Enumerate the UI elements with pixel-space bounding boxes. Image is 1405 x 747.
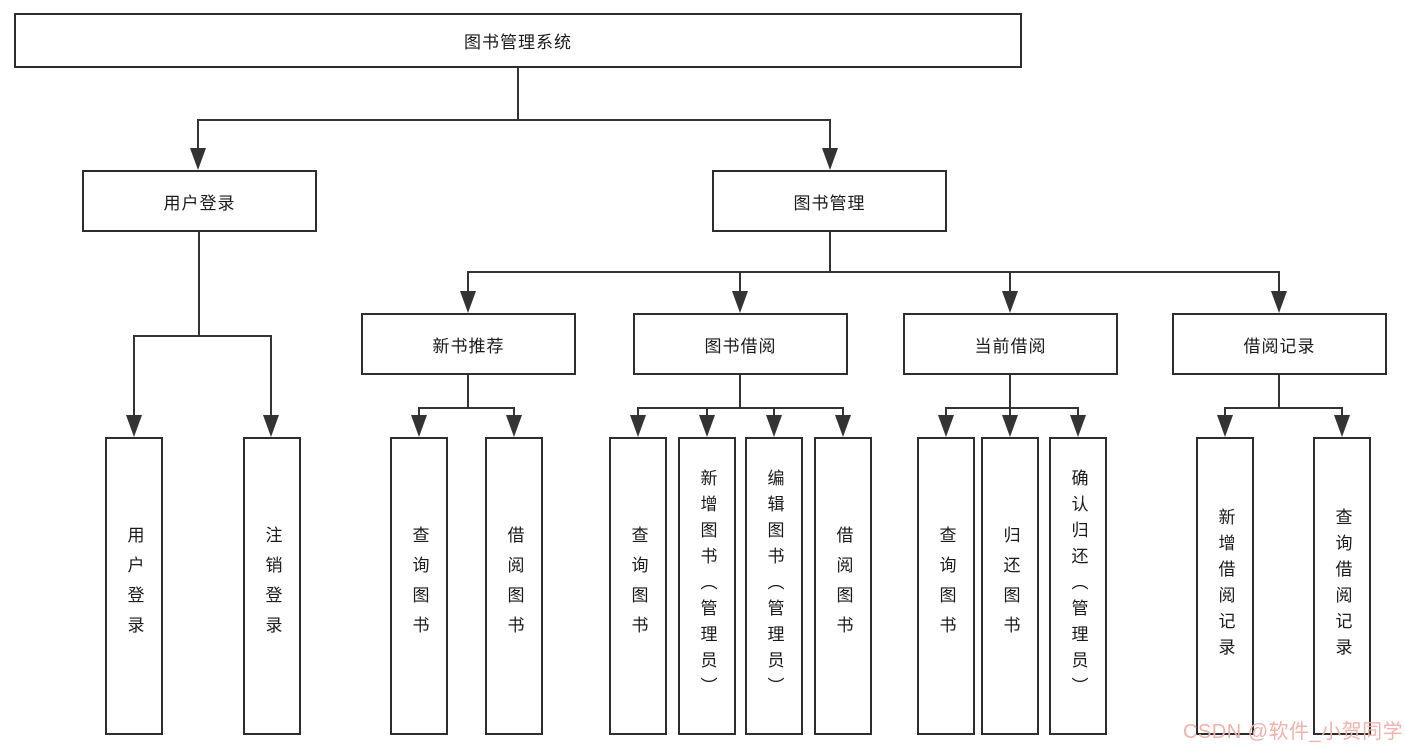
arrow-down-icon xyxy=(506,415,522,437)
node-book-management: 图书管理 xyxy=(712,170,947,232)
leaf-query-borrow-record-label: 查询借阅记录 xyxy=(1332,508,1352,664)
leaf-borrow-book-label: 借阅图书 xyxy=(833,526,853,646)
arrow-down-icon xyxy=(1070,415,1086,437)
node-root: 图书管理系统 xyxy=(14,13,1022,68)
arrow-down-icon xyxy=(630,415,646,437)
node-book-borrow-label: 图书借阅 xyxy=(704,336,777,356)
leaf-query-book-current: 查询图书 xyxy=(917,437,975,735)
arrow-down-icon xyxy=(126,415,142,437)
arrow-down-icon xyxy=(835,415,851,437)
leaf-edit-book-admin-label: 编辑图书（管理员） xyxy=(764,469,784,703)
arrow-down-icon xyxy=(822,148,838,170)
node-root-label: 图书管理系统 xyxy=(464,33,572,52)
node-new-book-recommend: 新书推荐 xyxy=(361,313,576,375)
leaf-add-borrow-record: 新增借阅记录 xyxy=(1196,437,1254,735)
arrow-down-icon xyxy=(411,415,427,437)
node-user-login-label: 用户登录 xyxy=(163,193,236,213)
leaf-add-borrow-record-label: 新增借阅记录 xyxy=(1215,508,1235,664)
arrow-down-icon xyxy=(263,415,279,437)
leaf-return-book-label: 归还图书 xyxy=(1000,526,1020,646)
leaf-query-book-current-label: 查询图书 xyxy=(936,526,956,646)
leaf-user-login: 用户登录 xyxy=(105,437,163,735)
arrow-down-icon xyxy=(699,415,715,437)
node-current-borrow-label: 当前借阅 xyxy=(974,336,1047,356)
leaf-confirm-return-admin: 确认归还（管理员） xyxy=(1049,437,1107,735)
arrow-down-icon xyxy=(1217,415,1233,437)
leaf-add-book-admin-label: 新增图书（管理员） xyxy=(697,469,717,703)
leaf-query-book-borrow: 查询图书 xyxy=(609,437,667,735)
leaf-return-book: 归还图书 xyxy=(981,437,1039,735)
leaf-user-login-label: 用户登录 xyxy=(124,526,144,646)
leaf-borrow-book-recommend: 借阅图书 xyxy=(485,437,543,735)
node-borrow-record-label: 借阅记录 xyxy=(1243,336,1316,356)
node-new-book-recommend-label: 新书推荐 xyxy=(432,336,505,356)
arrow-down-icon xyxy=(1271,291,1287,313)
leaf-add-book-admin: 新增图书（管理员） xyxy=(678,437,736,735)
node-borrow-record: 借阅记录 xyxy=(1172,313,1387,375)
leaf-query-book-recommend: 查询图书 xyxy=(390,437,448,735)
leaf-query-borrow-record: 查询借阅记录 xyxy=(1313,437,1371,735)
arrow-down-icon xyxy=(1334,415,1350,437)
leaf-logout-login: 注销登录 xyxy=(243,437,301,735)
leaf-confirm-return-admin-label: 确认归还（管理员） xyxy=(1068,469,1088,703)
leaf-query-book-borrow-label: 查询图书 xyxy=(628,526,648,646)
leaf-borrow-book-recommend-label: 借阅图书 xyxy=(504,526,524,646)
leaf-query-book-recommend-label: 查询图书 xyxy=(409,526,429,646)
node-user-login: 用户登录 xyxy=(82,170,317,232)
leaf-logout-login-label: 注销登录 xyxy=(262,526,282,646)
arrow-down-icon xyxy=(1002,415,1018,437)
leaf-edit-book-admin: 编辑图书（管理员） xyxy=(745,437,803,735)
node-current-borrow: 当前借阅 xyxy=(903,313,1118,375)
arrow-down-icon xyxy=(766,415,782,437)
leaf-borrow-book: 借阅图书 xyxy=(814,437,872,735)
node-book-borrow: 图书借阅 xyxy=(633,313,848,375)
arrow-down-icon xyxy=(190,148,206,170)
arrow-down-icon xyxy=(1002,291,1018,313)
csdn-watermark: CSDN @软件_小贺同学 xyxy=(1183,721,1404,743)
arrow-down-icon xyxy=(732,291,748,313)
arrow-down-icon xyxy=(938,415,954,437)
arrow-down-icon xyxy=(460,291,476,313)
node-book-management-label: 图书管理 xyxy=(793,193,866,213)
